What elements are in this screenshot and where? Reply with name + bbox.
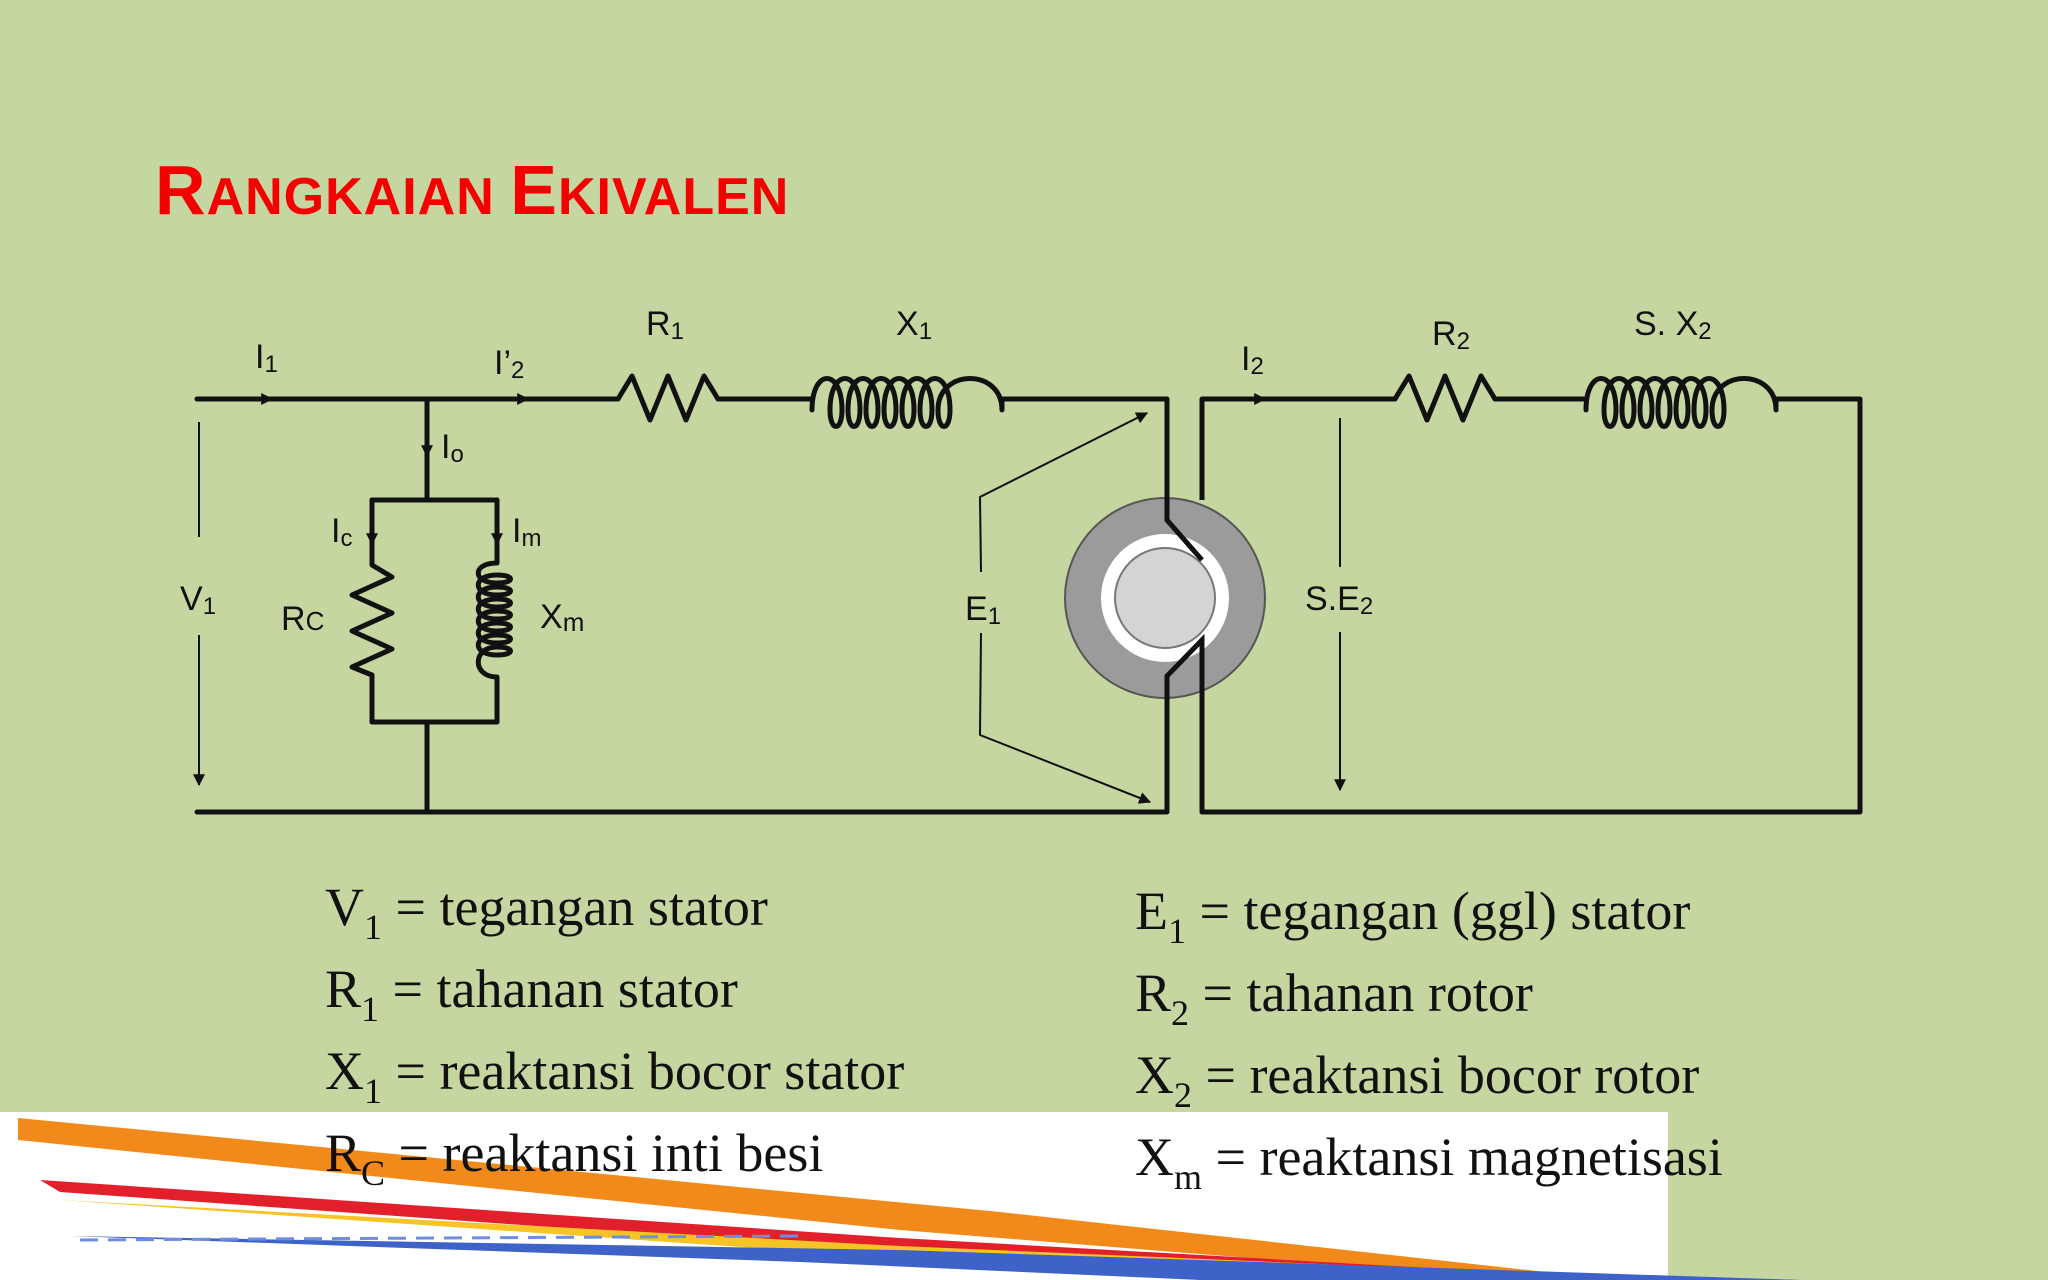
definition-v1: V1 = tegangan stator — [325, 877, 768, 945]
inductor-x2 — [1583, 376, 1779, 429]
definition-x2: X2 = reaktansi bocor rotor — [1135, 1045, 1700, 1113]
label-rc: RC — [281, 600, 324, 638]
definition-symbol: R — [325, 1123, 362, 1183]
label-e1: E1 — [965, 590, 1001, 630]
inductor-x1 — [809, 376, 1005, 429]
label-x1: X1 — [896, 305, 932, 345]
definition-symbol: R — [325, 959, 362, 1019]
definition-text: = tegangan (ggl) stator — [1186, 881, 1691, 941]
definition-subscript: 1 — [1168, 911, 1186, 951]
slide-title: Rangkaian Ekivalen — [155, 150, 789, 230]
definition-subscript: C — [361, 1153, 386, 1193]
definition-subscript: m — [1174, 1157, 1203, 1197]
resistor-r1 — [615, 373, 721, 423]
definition-rc: RC = reaktansi inti besi — [325, 1123, 824, 1191]
definition-text: = tegangan stator — [382, 877, 768, 937]
definition-text: = reaktansi bocor rotor — [1192, 1045, 1700, 1105]
definition-text: = reaktansi magnetisasi — [1202, 1127, 1723, 1187]
arrow-e1-bottom — [978, 632, 1152, 804]
machine-core-icon — [1064, 495, 1266, 700]
resistor-rc — [349, 497, 395, 725]
definition-subscript: 2 — [1171, 993, 1190, 1033]
definition-symbol: X — [1135, 1127, 1174, 1187]
title-initial-1: R — [155, 151, 207, 229]
wire-primary-top-right — [999, 396, 1170, 498]
title-word-2-rest: kivalen — [557, 168, 790, 226]
inductor-xm — [475, 497, 513, 725]
label-xm: Xm — [540, 598, 584, 637]
definition-e1: E1 = tegangan (ggl) stator — [1135, 881, 1691, 949]
label-ic: Ic — [331, 512, 352, 552]
definition-r2: R2 = tahanan rotor — [1135, 963, 1533, 1031]
title-initial-2: E — [510, 151, 558, 229]
label-i1: I1 — [255, 338, 278, 378]
label-im: Im — [512, 512, 541, 552]
label-r2: R2 — [1432, 315, 1470, 355]
definition-x1: X1 = reaktansi bocor stator — [325, 1041, 905, 1109]
title-word-1-rest: angkaian — [206, 168, 495, 226]
label-i2-prime: I’2 — [494, 344, 524, 384]
label-sx2: S. X2 — [1634, 305, 1712, 345]
definition-xm: Xm = reaktansi magnetisasi — [1135, 1127, 1723, 1195]
definition-text: = reaktansi bocor stator — [382, 1041, 905, 1101]
definition-symbol: X — [1135, 1045, 1174, 1105]
label-v1: V1 — [180, 580, 216, 620]
wire-secondary-left-top — [1199, 396, 1398, 498]
definition-subscript: 2 — [1174, 1075, 1192, 1115]
definition-subscript: 1 — [364, 1071, 382, 1111]
label-r1: R1 — [646, 305, 684, 345]
wire-secondary-right — [1199, 396, 1863, 815]
definition-text: = reaktansi inti besi — [385, 1123, 824, 1183]
definition-symbol: R — [1135, 963, 1172, 1023]
definition-symbol: V — [325, 877, 364, 937]
arrow-e1-top — [978, 412, 1149, 573]
definition-text: = tahanan stator — [379, 959, 738, 1019]
definition-subscript: 1 — [364, 907, 382, 947]
definition-subscript: 1 — [361, 989, 380, 1029]
label-i2: I2 — [1241, 340, 1264, 380]
definition-r1: R1 = tahanan stator — [325, 959, 738, 1027]
label-se2: S.E2 — [1305, 580, 1373, 620]
label-io: Io — [441, 428, 464, 468]
definition-symbol: E — [1135, 881, 1168, 941]
resistor-r2 — [1392, 373, 1498, 423]
definition-text: = tahanan rotor — [1189, 963, 1533, 1023]
definition-symbol: X — [325, 1041, 364, 1101]
wire-primary-bottom — [194, 697, 1170, 815]
